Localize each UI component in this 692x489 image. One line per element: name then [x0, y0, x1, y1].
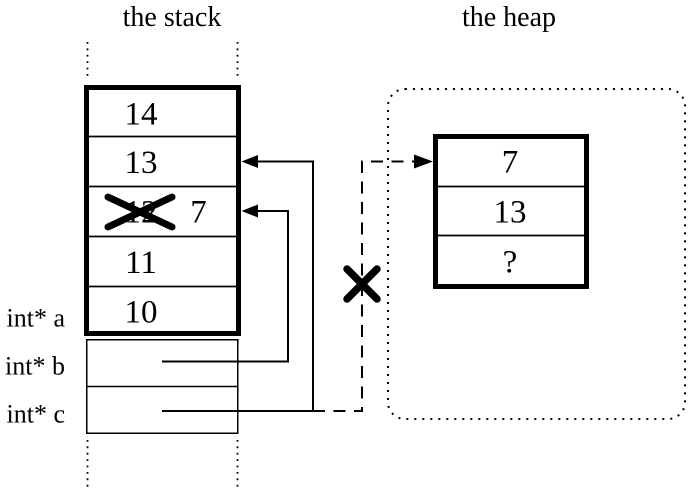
- heap-cell-value: ?: [503, 245, 518, 281]
- arrowhead-icon: [414, 154, 433, 169]
- pointer-label-a: int* a: [7, 304, 66, 333]
- pointer-arrow-b-to-stack: [162, 204, 289, 363]
- stack-cell-value: 11: [125, 245, 157, 281]
- cross-out-x-icon: [104, 193, 176, 231]
- pointer-label-b: int* b: [5, 352, 65, 381]
- pointer-line-c: [162, 160, 314, 412]
- stack-cell-value: 14: [125, 97, 158, 133]
- heap-title: the heap: [462, 2, 556, 33]
- heap-region-boundary: [387, 88, 686, 420]
- heap-cell-value: 13: [494, 195, 527, 231]
- pointer-label-c: int* c: [7, 400, 66, 429]
- stack-cell-value: 13: [125, 145, 158, 181]
- arrowhead-icon: [241, 204, 258, 218]
- arrowhead-icon: [241, 155, 258, 168]
- broken-x-stroke: [343, 265, 381, 303]
- stack-title: the stack: [123, 2, 222, 33]
- heap-cell-value: 7: [502, 145, 519, 181]
- dashed-pointer-c-to-heap: [313, 154, 433, 412]
- heap-block-box: [433, 134, 589, 289]
- stack-frame-box: [84, 85, 241, 336]
- pointer-arrow-c-to-stack: [162, 155, 314, 412]
- cross-out-stroke: [104, 193, 176, 231]
- stack-cell-value-new: 7: [190, 195, 207, 231]
- pointer-line-b: [162, 210, 289, 363]
- broken-pointer-x-icon: [343, 265, 381, 303]
- stack-cell-value: 10: [125, 295, 158, 331]
